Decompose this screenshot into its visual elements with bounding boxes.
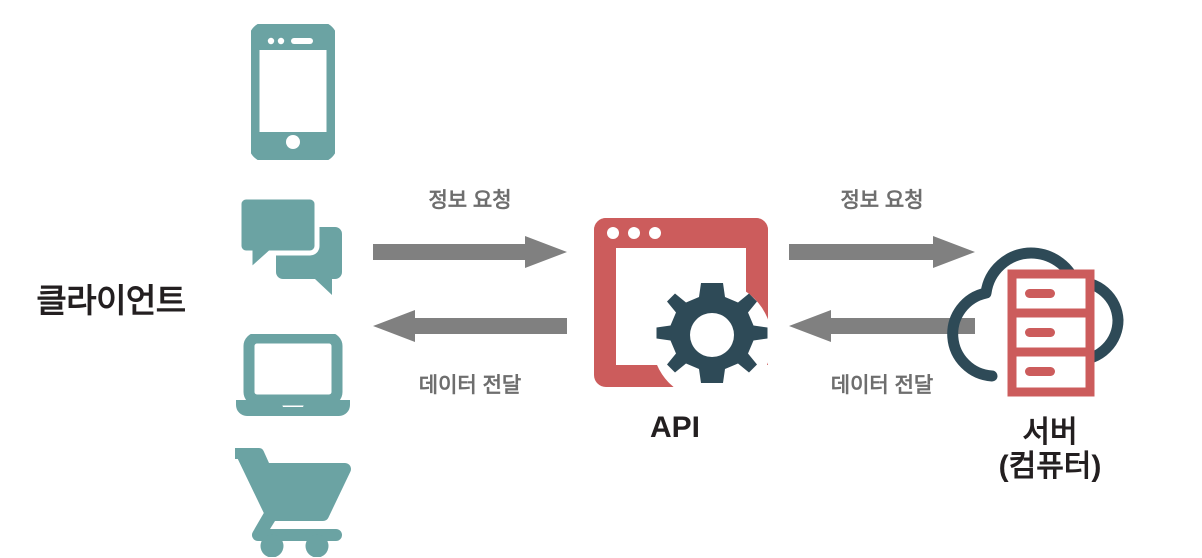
gear-icon <box>656 283 768 383</box>
api-server-arrow-group: 정보 요청 데이터 전달 <box>789 190 975 400</box>
client-label: 클라이언트 <box>36 282 186 319</box>
server-api-response-arrow <box>789 310 975 342</box>
server-rack-icon <box>1007 269 1095 397</box>
api-client-response-arrow <box>373 310 567 342</box>
shopping-cart-icon <box>218 440 368 558</box>
server-api-response-label: 데이터 전달 <box>830 374 934 397</box>
api-server-request-label: 정보 요청 <box>840 189 924 212</box>
client-api-arrow-group: 정보 요청 데이터 전달 <box>373 190 567 400</box>
client-api-request-label: 정보 요청 <box>428 189 512 212</box>
laptop-icon <box>218 332 368 422</box>
api-icon-group <box>580 205 772 401</box>
api-server-request-arrow <box>789 236 975 268</box>
server-label: 서버 (컴퓨터) <box>930 416 1170 483</box>
api-node: API <box>580 205 780 455</box>
browser-window-icon <box>594 218 768 387</box>
api-client-response-label: 데이터 전달 <box>418 374 522 397</box>
server-label-line1: 서버 <box>1022 416 1078 449</box>
chat-bubbles-icon <box>218 190 368 300</box>
client-api-request-arrow <box>373 236 567 268</box>
client-icon-stack <box>218 22 368 557</box>
smartphone-icon <box>218 22 368 162</box>
api-label: API <box>649 411 700 444</box>
server-node: 서버 (컴퓨터) <box>930 228 1180 518</box>
server-icon-group <box>930 228 1170 403</box>
server-label-line2: (컴퓨터) <box>998 449 1102 483</box>
cloud-icon <box>947 247 1124 382</box>
